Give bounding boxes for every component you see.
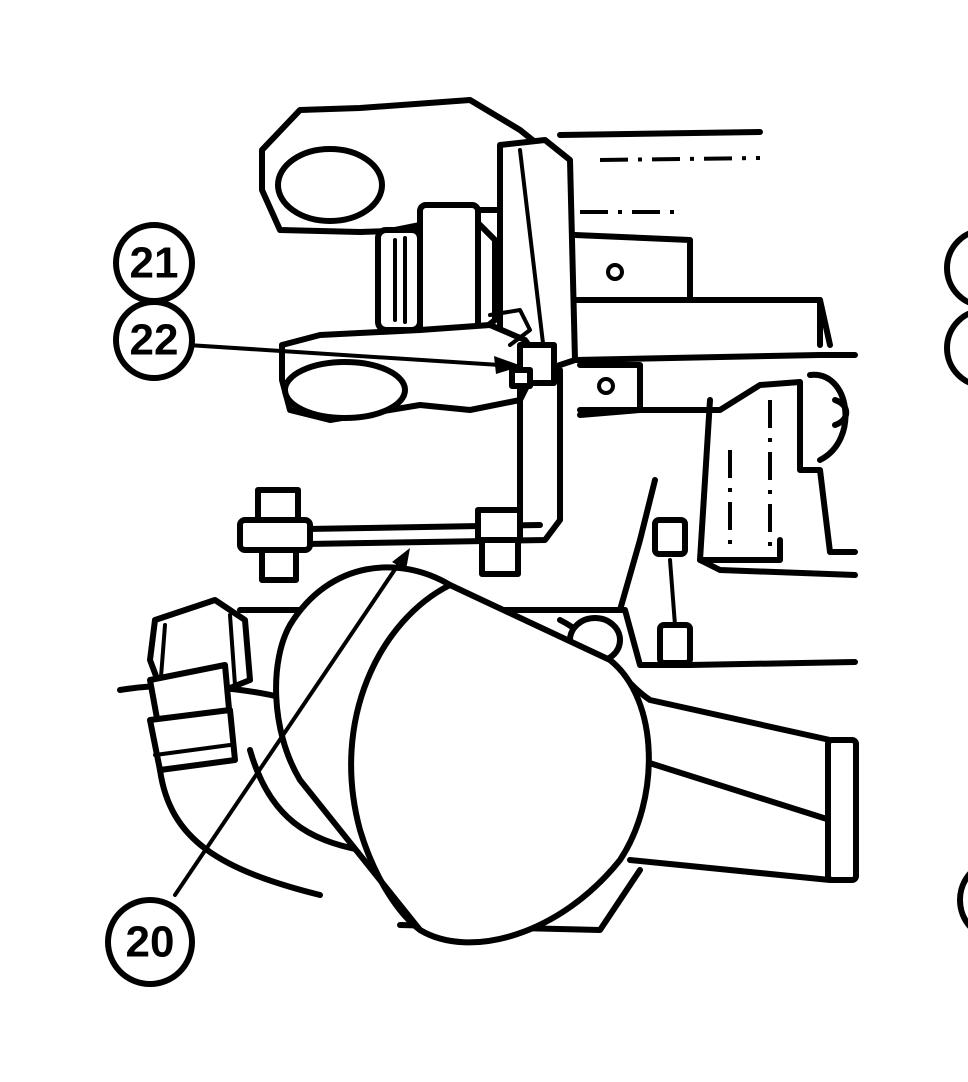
filter-canister (273, 564, 652, 946)
leader-20 (173, 560, 402, 897)
callout-22: 22 (113, 299, 195, 381)
callout-22-label: 22 (130, 316, 179, 365)
cropped-callout-top (944, 230, 968, 306)
callout-20: 20 (105, 897, 195, 987)
leader-22 (170, 342, 502, 367)
callout-21-label: 21 (130, 239, 179, 288)
cropped-callout-middle (944, 310, 968, 386)
callout-20-label: 20 (126, 918, 175, 967)
cropped-callouts (944, 230, 968, 929)
hose-assembly (147, 597, 253, 773)
mounting-bracket (237, 342, 563, 583)
arrowhead-20 (392, 548, 410, 570)
leader-lines (170, 342, 522, 897)
universal-joint-yoke (259, 97, 578, 423)
callout-21: 21 (113, 222, 195, 304)
chassis-frame (557, 129, 858, 668)
arrowhead-22 (494, 356, 522, 374)
cropped-callout-bottom (957, 871, 968, 929)
